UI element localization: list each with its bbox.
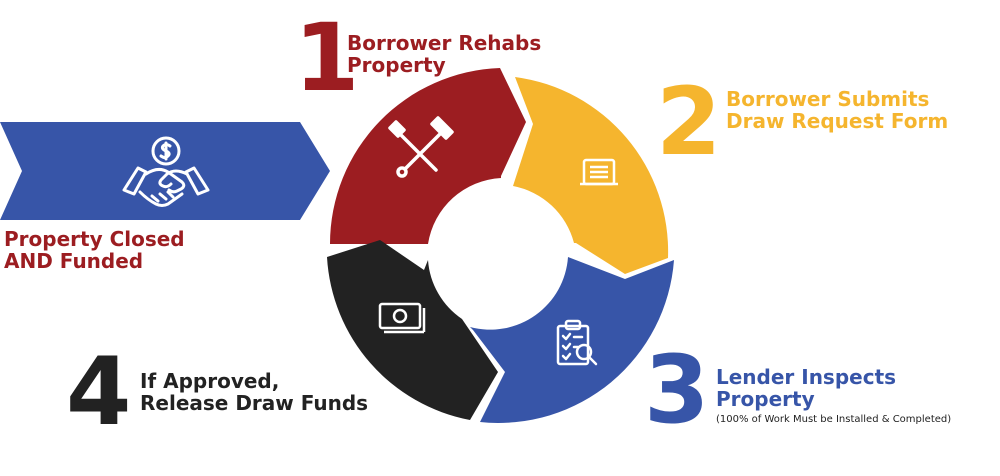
step-2-line2: Draw Request Form: [726, 109, 949, 134]
form-icon: [580, 158, 618, 186]
step-3-number: 3: [644, 336, 710, 445]
step-4-label: If Approved, Release Draw Funds: [140, 370, 368, 415]
step-1-line1: Borrower Rehabs: [347, 31, 542, 55]
step-3-line1: Lender Inspects: [716, 365, 897, 389]
step-2-label: Borrower Submits Draw Request Form: [726, 88, 948, 133]
cycle-segment-4: [327, 240, 498, 420]
tools-icon: [388, 116, 454, 178]
start-label-line1: Property Closed: [4, 227, 185, 251]
step-1-line2: Property: [347, 53, 446, 78]
step-4-number: 4: [66, 338, 132, 447]
step-2-line1: Borrower Submits: [726, 87, 930, 111]
handshake-dollar-icon: [122, 136, 210, 207]
step-1-number: 1: [294, 4, 360, 113]
cycle-segment-1: [329, 68, 526, 244]
step-3-label: Lender Inspects Property: [716, 366, 896, 411]
step-3-line2: Property: [716, 387, 815, 412]
step-3-note: (100% of Work Must be Installed & Comple…: [716, 414, 952, 425]
clipboard-inspect-icon: [556, 319, 598, 366]
step-4-line2: Release Draw Funds: [140, 391, 369, 416]
step-4-line1: If Approved,: [140, 369, 280, 393]
step-1-label: Borrower Rehabs Property: [347, 32, 541, 77]
cash-icon: [378, 302, 426, 334]
cycle-segment-3: [470, 257, 674, 423]
cycle-segment-2: [513, 77, 669, 274]
step-2-number: 2: [656, 68, 722, 177]
start-label-line2: AND Funded: [4, 249, 144, 274]
start-label: Property Closed AND Funded: [4, 228, 185, 273]
